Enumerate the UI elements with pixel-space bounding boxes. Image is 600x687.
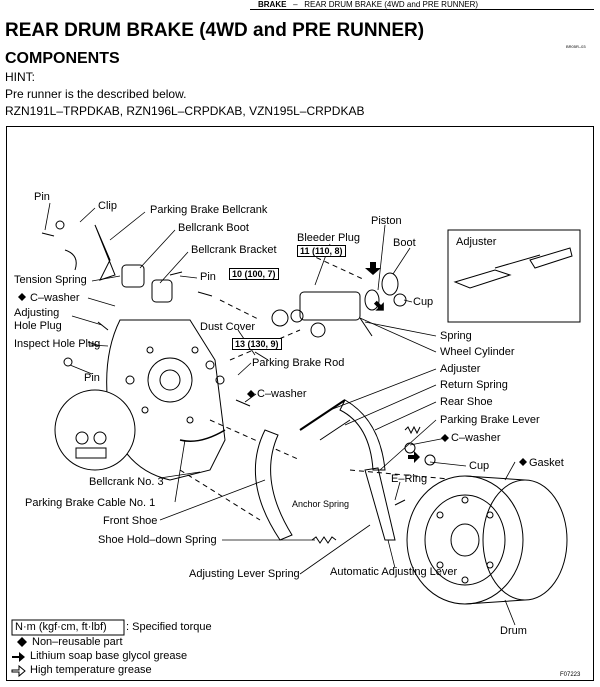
label-front-shoe: Front Shoe	[103, 515, 158, 527]
adjuster-inset	[447, 229, 581, 323]
label-rear-shoe: Rear Shoe	[440, 396, 493, 408]
label-adjusting-lever-spring: Adjusting Lever Spring	[189, 568, 300, 580]
torque-bleeder-plug: 11 (110, 8)	[297, 245, 346, 257]
drum-drawing	[406, 475, 568, 605]
label-boot: Boot	[393, 237, 416, 249]
label-bellcrank-no3: Bellcrank No. 3	[89, 476, 164, 488]
page-title: REAR DRUM BRAKE (4WD and PRE RUNNER)	[5, 20, 425, 41]
label-bellcrank-boot: Bellcrank Boot	[178, 222, 249, 234]
label-anchor-spring: Anchor Spring	[292, 499, 350, 509]
label-piston: Piston	[371, 215, 402, 227]
wheel-cylinder-drawing	[271, 272, 407, 338]
header-rule	[250, 9, 594, 10]
page-header: BRAKE – REAR DRUM BRAKE (4WD and PRE RUN…	[0, 0, 600, 9]
label-cup-low: Cup	[469, 460, 490, 472]
label-tension-spring: Tension Spring	[14, 274, 87, 286]
label-wheel-cylinder: Wheel Cylinder	[440, 346, 515, 358]
label-cup-top: Cup	[413, 296, 434, 308]
inset-detail	[54, 389, 136, 471]
label-c-washer-2: C–washer	[257, 388, 307, 400]
legend-torque-unit: N·m (kgf·cm, ft·lbf)	[15, 621, 107, 633]
legend-lithium-grease: Lithium soap base glycol grease	[30, 650, 188, 662]
components-diagram-frame	[6, 126, 594, 681]
section-title: COMPONENTS	[5, 50, 120, 67]
label-inspect-hole-plug: Inspect Hole Plug	[14, 338, 101, 350]
label-dust-cover: Dust Cover	[200, 321, 256, 333]
label-spring: Spring	[440, 330, 472, 342]
header-breadcrumb: BRAKE – REAR DRUM BRAKE (4WD and PRE RUN…	[258, 0, 479, 9]
label-pin-top: Pin	[34, 191, 50, 203]
label-pin-mid: Pin	[200, 271, 216, 283]
label-c-washer-1: C–washer	[30, 292, 80, 304]
label-gasket: Gasket	[529, 457, 564, 469]
legend-torque-text: : Specified torque	[126, 621, 212, 633]
label-c-washer-3: C–washer	[451, 432, 501, 444]
label-pin-low: Pin	[84, 372, 100, 384]
torque-13: 13 (130, 9)	[232, 338, 282, 350]
hint-text: Pre runner is the described below.	[5, 87, 187, 101]
label-clip: Clip	[98, 200, 117, 212]
label-bellcrank-bracket: Bellcrank Bracket	[191, 244, 277, 256]
label-automatic-adjusting-lever: Automatic Adjusting Lever	[330, 566, 458, 578]
figure-code: F07223	[560, 672, 581, 678]
legend-high-temp-grease: High temperature grease	[30, 664, 152, 676]
label-shoe-hold-down-spring: Shoe Hold–down Spring	[98, 534, 217, 546]
label-adjusting-hole-plug: Adjusting Hole Plug	[14, 307, 62, 332]
label-adjuster-inset: Adjuster	[456, 236, 497, 248]
legend-non-reusable: Non–reusable part	[32, 636, 123, 648]
model-codes: RZN191L–TRPDKAB, RZN196L–CRPDKAB, VZN195…	[5, 104, 365, 118]
hint-label: HINT:	[5, 70, 35, 84]
label-bleeder-plug: Bleeder Plug	[297, 232, 360, 244]
doc-code: BR05R–03	[566, 44, 586, 49]
label-adjuster: Adjuster	[440, 363, 481, 375]
label-parking-brake-rod: Parking Brake Rod	[252, 357, 345, 369]
torque-10: 10 (100, 7)	[229, 268, 279, 280]
label-parking-brake-cable: Parking Brake Cable No. 1	[25, 497, 156, 509]
label-e-ring: E–Ring	[391, 473, 428, 485]
label-drum: Drum	[500, 625, 527, 637]
label-return-spring: Return Spring	[440, 379, 508, 391]
label-parking-brake-lever: Parking Brake Lever	[440, 414, 540, 426]
label-parking-brake-bellcrank: Parking Brake Bellcrank	[150, 204, 268, 216]
